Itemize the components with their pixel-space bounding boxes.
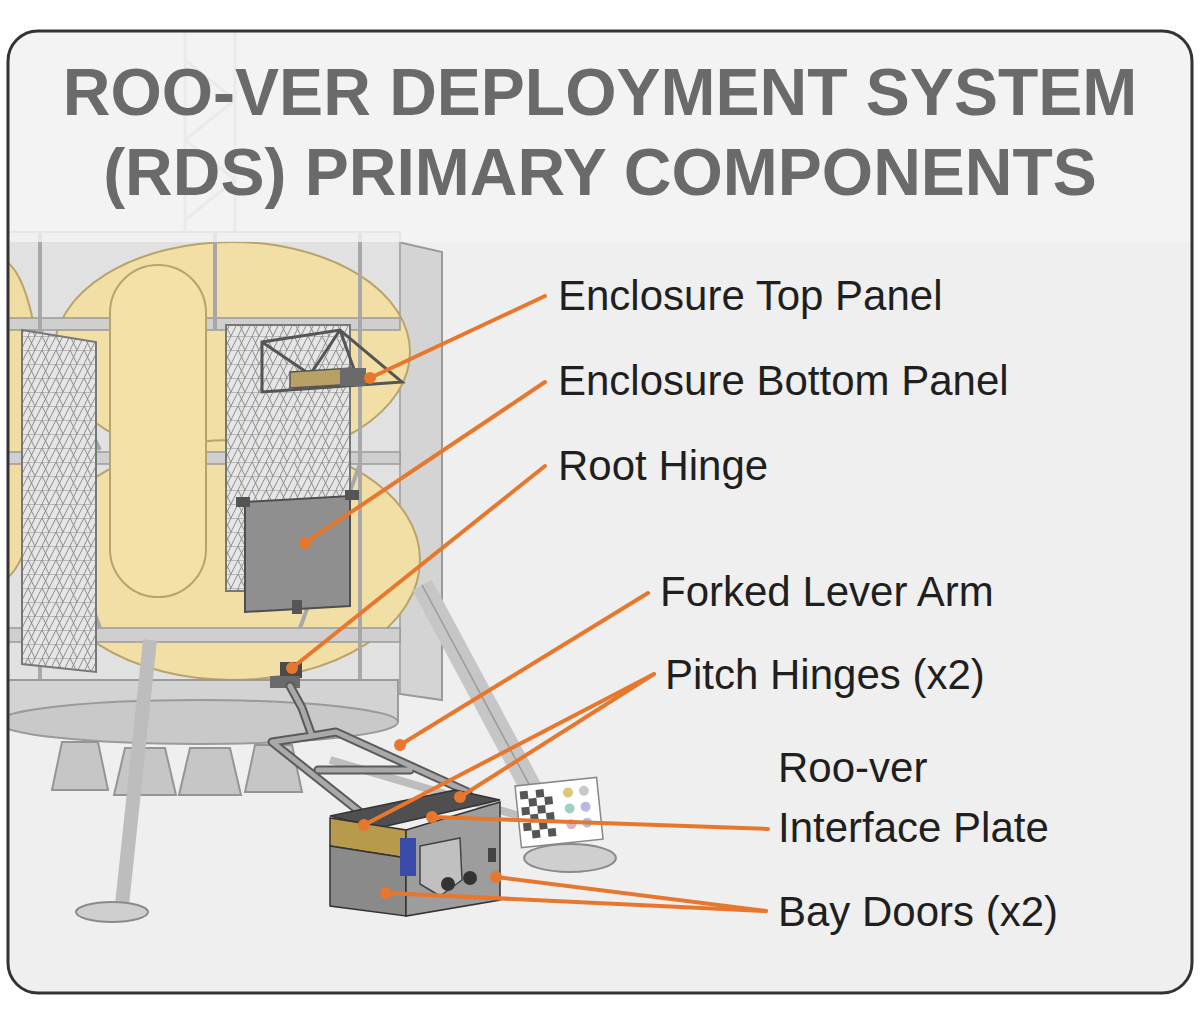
engine-bell [114,748,176,795]
engine-bell [52,742,108,790]
panel-ground [8,31,1192,993]
wheel [463,871,477,885]
color-dot [578,785,589,796]
leader-line [400,593,648,745]
hinge-bracket [270,676,300,688]
leader-dot [299,537,311,549]
roo-ver-body [420,838,462,896]
checkerboard [520,788,557,839]
leader-line [460,674,654,797]
lander-drawing [8,31,1192,922]
part-label: Roo-ver Interface Plate [778,738,1078,858]
latch [236,497,250,507]
left-leg [122,640,150,905]
panel-frame [8,31,1192,993]
color-dot [562,787,573,798]
target-plate [515,777,603,847]
engine-bell [245,745,302,792]
latch [292,600,302,614]
color-dot [580,801,591,812]
part-label: Pitch Hinges (x2) [665,650,985,700]
left-foot [76,902,148,922]
part-label: Root Hinge [558,441,768,491]
leader-dot [358,819,370,831]
leader-line [364,674,654,825]
calibration-target [515,777,603,847]
part-label: Enclosure Bottom Panel [558,356,1009,406]
leader-dot [454,791,466,803]
right-foot [524,844,616,872]
leader-line [432,817,768,829]
leader-line [370,296,545,378]
top-panel-truss [262,330,402,392]
leader-dot [426,811,438,823]
leader-dot [394,739,406,751]
truss-frame [262,330,402,392]
title: ROO-VER DEPLOYMENT SYSTEM (RDS) PRIMARY … [20,52,1180,212]
top-panel-latch [340,368,366,386]
engine-bells [52,742,302,795]
leader-dot [490,871,502,883]
mesh-panel [22,330,96,672]
leader-dot [380,887,392,899]
panel-latches [236,490,359,614]
bay-door [330,846,406,916]
part-label: Bay Doors (x2) [778,887,1058,937]
leader-line [292,466,545,668]
leader-line [305,382,545,543]
door-hinge [488,848,496,862]
solar-cells [400,838,416,876]
title-band [8,31,1192,242]
wheel [441,877,455,891]
latch [345,490,359,500]
leader-dot [286,662,298,674]
bottom-panel [245,496,350,612]
color-dot [564,803,575,814]
leader-line [496,877,766,911]
leader-dots [286,372,502,899]
capsule-tank [110,265,206,597]
leader-dot [364,372,376,384]
part-label: Enclosure Top Panel [558,271,942,321]
part-label: Forked Lever Arm [660,567,994,617]
engine-bell [179,748,241,795]
